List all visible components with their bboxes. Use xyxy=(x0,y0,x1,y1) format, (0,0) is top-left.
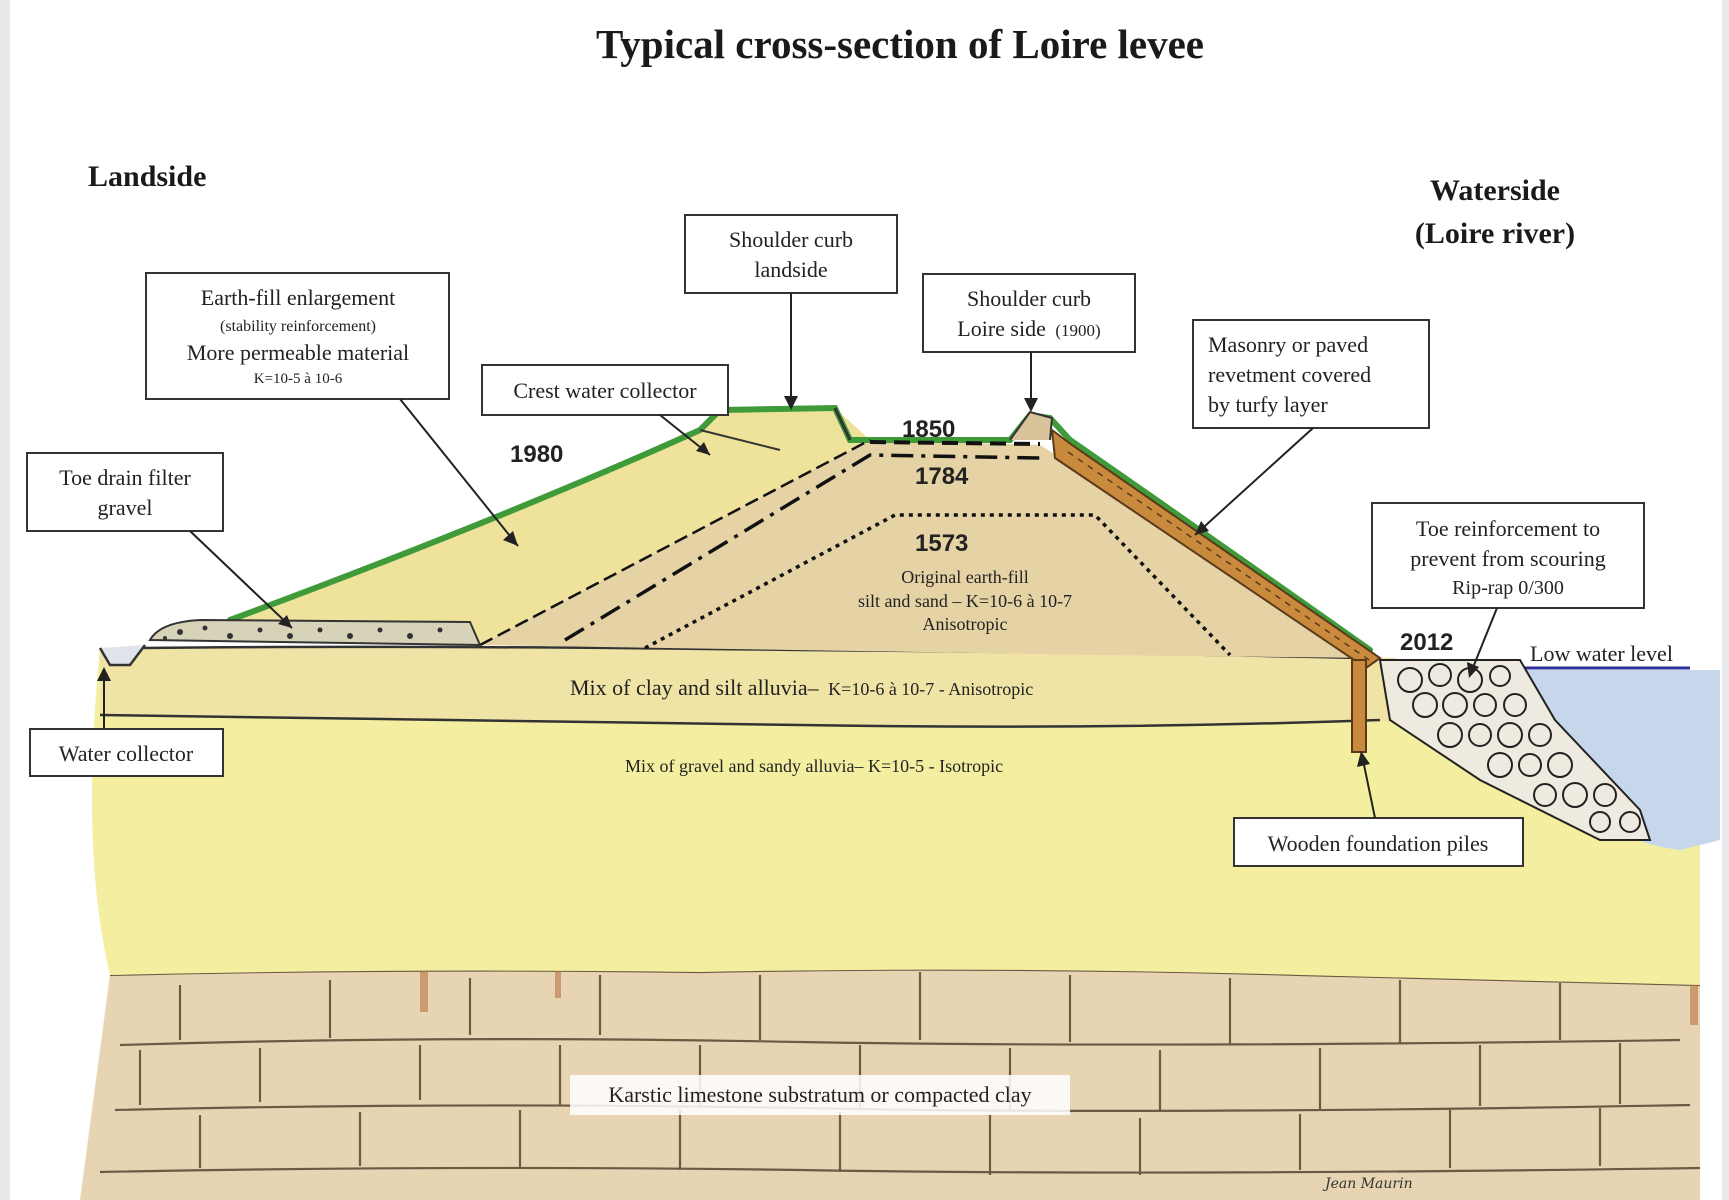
gravel-sand-layer-label: Mix of gravel and sandy alluvia– K=10-5 … xyxy=(625,756,1003,776)
toe-drain-line1: Toe drain filter xyxy=(59,465,191,490)
water-collector-line1: Water collector xyxy=(59,741,194,766)
toe-drain-line2: gravel xyxy=(98,495,153,520)
year-1573: 1573 xyxy=(915,530,968,557)
year-2012: 2012 xyxy=(1400,629,1453,656)
earth-fill-line2: (stability reinforcement) xyxy=(220,318,376,335)
toe-drain-gravel xyxy=(150,620,480,645)
original-fill-line3: Anisotropic xyxy=(923,614,1008,634)
clay-silt-k: K=10-6 à 10-7 - Anisotropic xyxy=(828,679,1033,699)
artist-signature: Jean Maurin xyxy=(1322,1176,1413,1192)
clay-silt-layer-label: Mix of clay and silt alluvia– K=10-6 à 1… xyxy=(570,675,1033,700)
masonry-line1: Masonry or paved xyxy=(1208,332,1368,357)
earth-fill-line1: Earth-fill enlargement xyxy=(201,285,395,310)
shoulder-loire-line2-main: Loire side xyxy=(957,316,1046,341)
toe-reinforcement-line1: Toe reinforcement to xyxy=(1416,516,1600,541)
toe-reinforcement-line3: Rip-rap 0/300 xyxy=(1452,577,1564,599)
wooden-piles xyxy=(1352,660,1366,752)
low-water-level-label: Low water level xyxy=(1530,641,1673,666)
crest-collector-line1: Crest water collector xyxy=(513,378,697,403)
landside-label: Landside xyxy=(88,160,206,193)
shoulder-loire-year: (1900) xyxy=(1055,321,1100,340)
original-fill-line1: Original earth-fill xyxy=(901,567,1028,587)
year-1980: 1980 xyxy=(510,441,563,468)
loire-river-label: (Loire river) xyxy=(1415,217,1575,250)
wooden-piles-line1: Wooden foundation piles xyxy=(1268,831,1489,856)
clay-silt-main: Mix of clay and silt alluvia– xyxy=(570,675,820,700)
year-1784: 1784 xyxy=(915,463,969,490)
shoulder-landside-line1: Shoulder curb xyxy=(729,227,853,252)
diagram-title: Typical cross-section of Loire levee xyxy=(596,21,1204,67)
toe-reinforcement-line2: prevent from scouring xyxy=(1410,546,1606,571)
limestone-layer-label: Karstic limestone substratum or compacte… xyxy=(608,1082,1031,1107)
shoulder-landside-line2: landside xyxy=(754,257,827,282)
masonry-line2: revetment covered xyxy=(1208,362,1371,387)
masonry-line3: by turfy layer xyxy=(1208,392,1328,417)
original-fill-line2: silt and sand – K=10-6 à 10-7 xyxy=(858,591,1072,611)
year-1850: 1850 xyxy=(902,416,955,443)
earth-fill-line4: K=10-5 à 10-6 xyxy=(254,371,343,387)
waterside-label: Waterside xyxy=(1430,174,1560,207)
shoulder-loire-line1: Shoulder curb xyxy=(967,286,1091,311)
earth-fill-line3: More permeable material xyxy=(187,340,409,365)
